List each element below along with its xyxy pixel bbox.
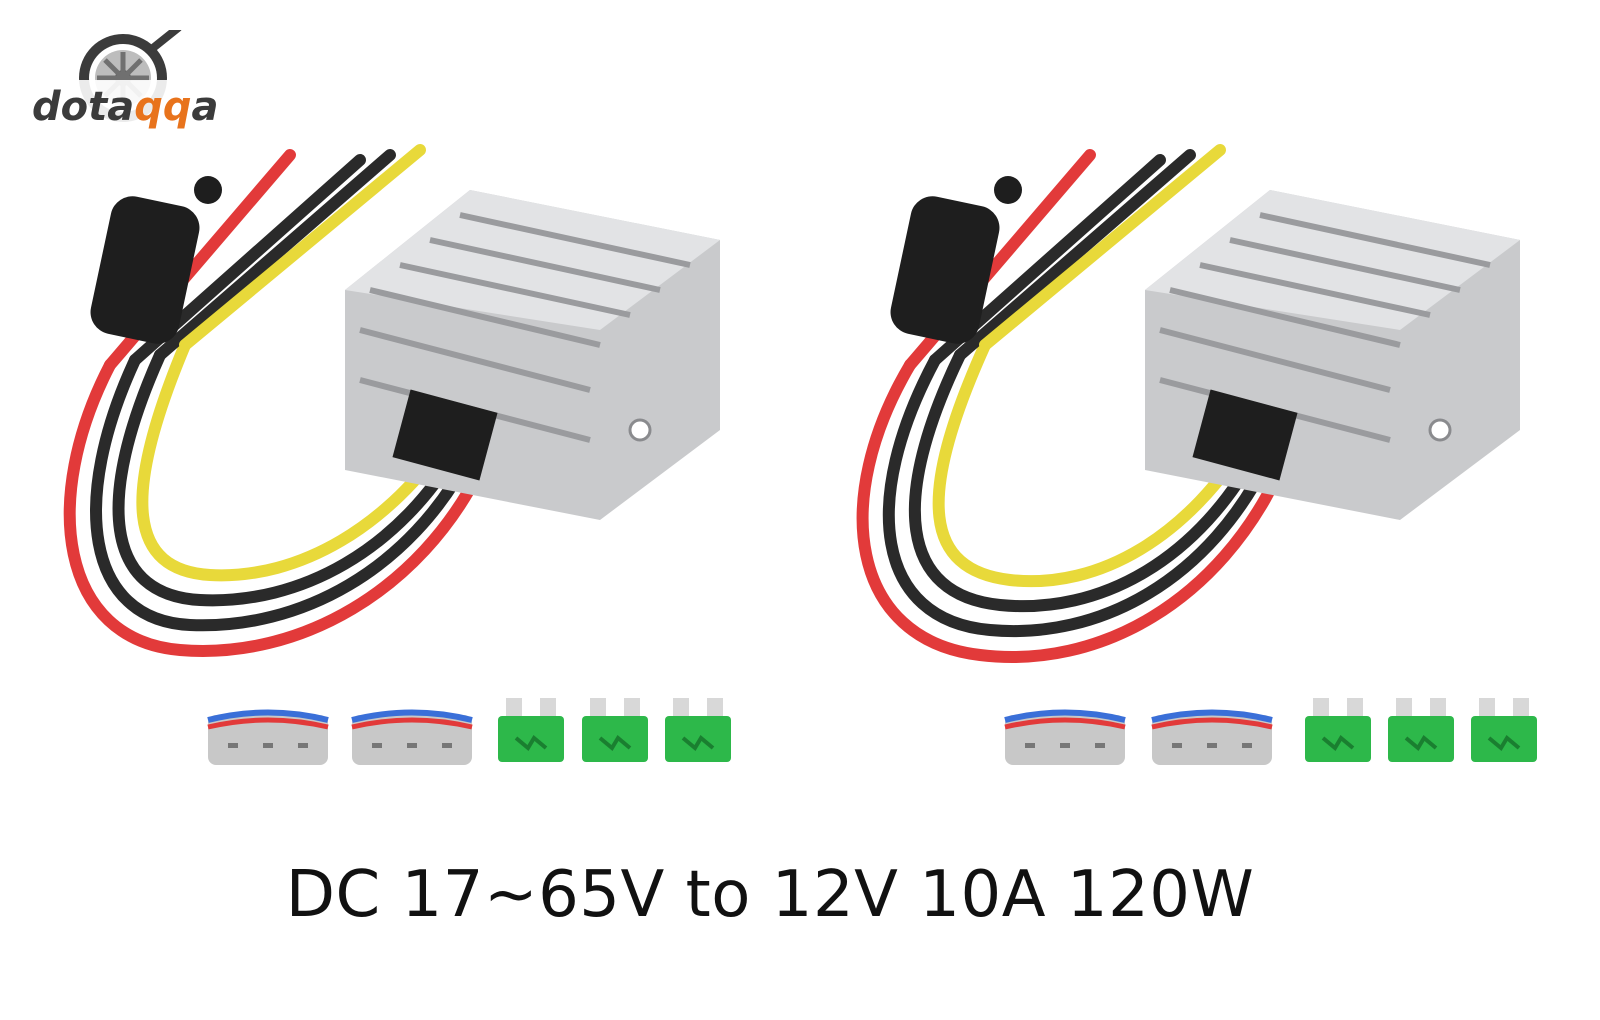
dc-converter-icon (856, 144, 1520, 663)
wire-connector-icon (1151, 709, 1273, 765)
dc-converter-icon (63, 144, 720, 657)
logo-text: dotaqqa (32, 84, 218, 130)
wire-connector-icon (207, 709, 329, 765)
wire-connector-icon (351, 709, 473, 765)
blade-fuse-icon (665, 698, 731, 762)
product-image-left (0, 0, 800, 820)
blade-fuse-icon (1388, 698, 1454, 762)
spec-caption: DC 17~65V to 12V 10A 120W (285, 858, 1255, 932)
blade-fuse-icon (582, 698, 648, 762)
wire-connector-icon (1004, 709, 1126, 765)
accessories-row (207, 698, 731, 765)
blade-fuse-icon (1305, 698, 1371, 762)
product-image-right (800, 0, 1600, 820)
blade-fuse-icon (1471, 698, 1537, 762)
brand-logo: dotaqqa (28, 24, 219, 140)
accessories-row (1004, 698, 1537, 765)
wheel-wrench-icon (28, 24, 218, 126)
blade-fuse-icon (498, 698, 564, 762)
